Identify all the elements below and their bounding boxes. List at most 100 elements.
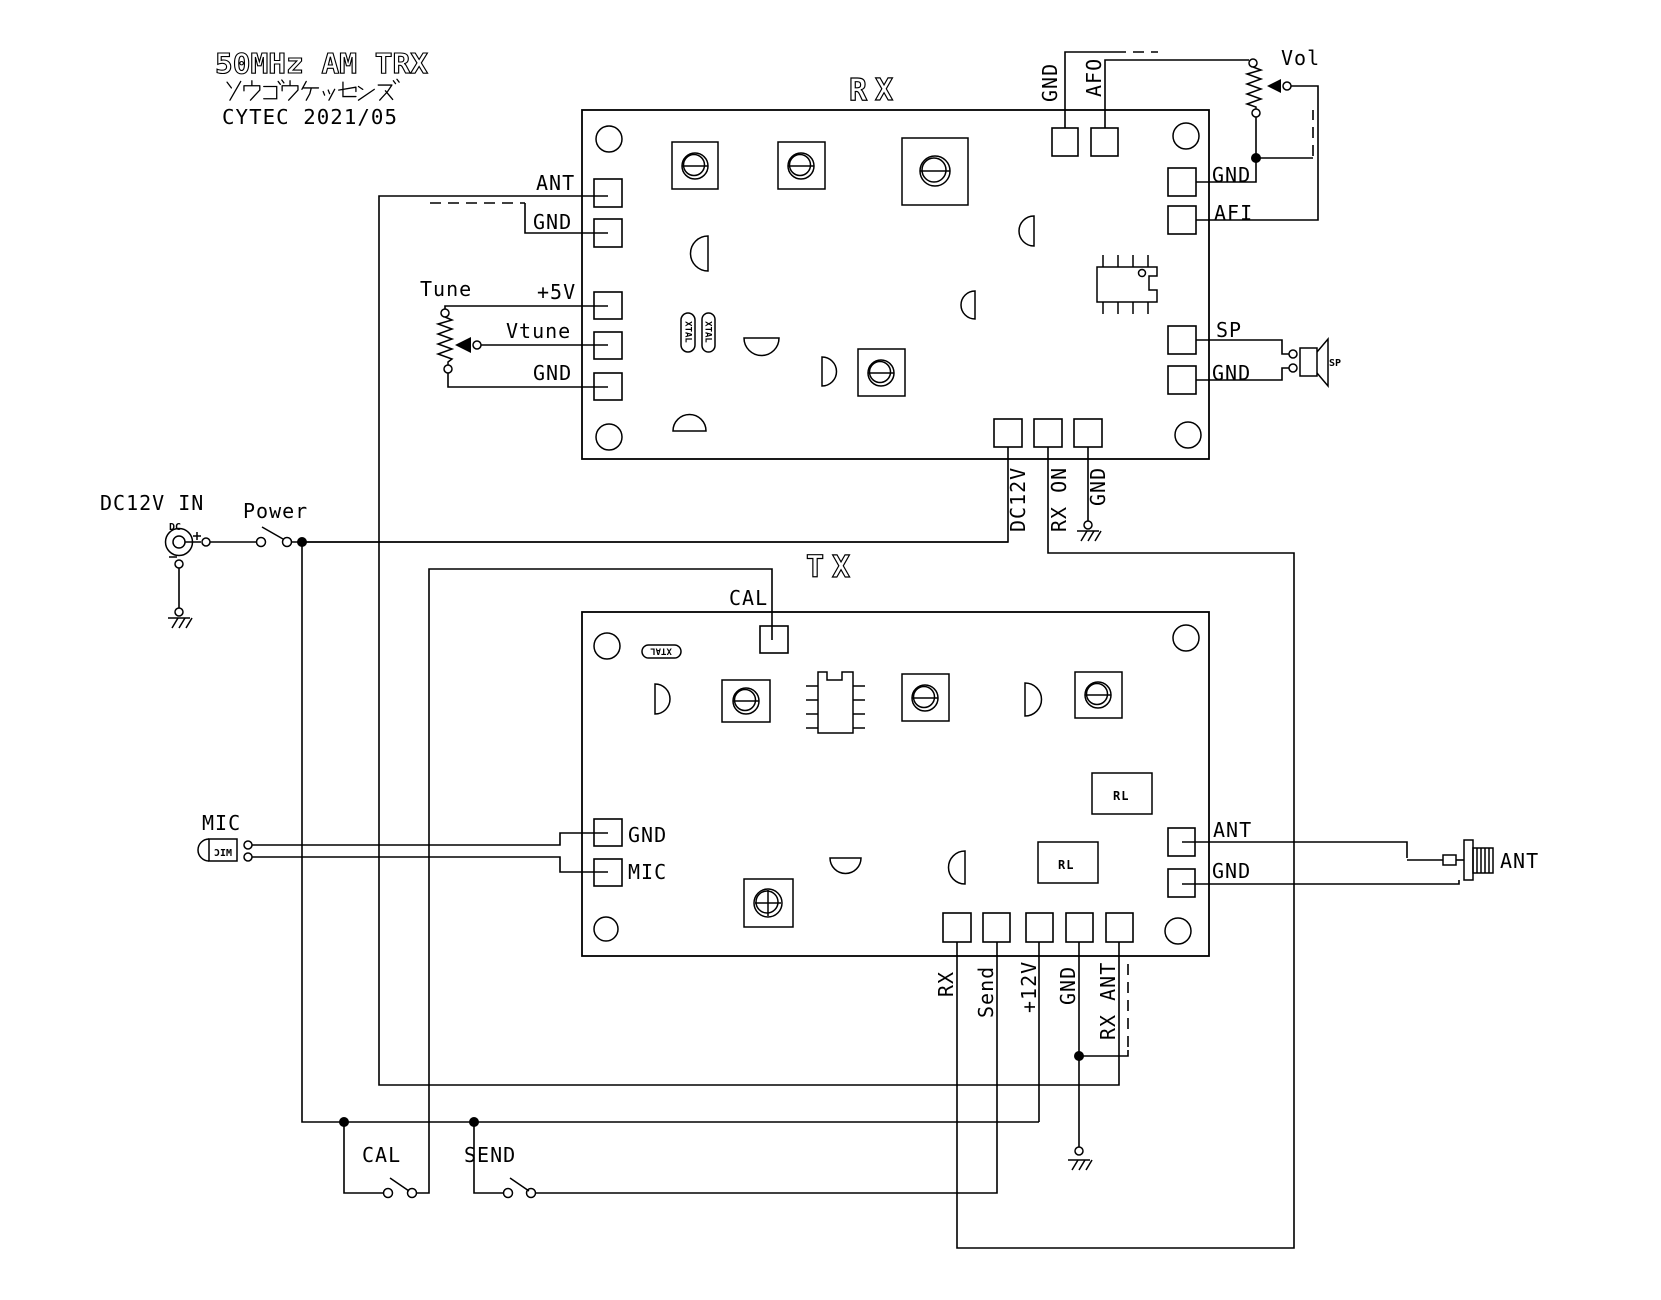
trimmer-cap	[671, 141, 719, 190]
tx-board-outline	[581, 611, 1210, 957]
transistor	[654, 683, 671, 715]
transistor	[689, 235, 709, 272]
dc-jack: DC12V IN DC	[100, 491, 211, 629]
mounting-hole	[1164, 917, 1192, 945]
tx-label-rx: RX	[934, 971, 958, 997]
mounting-hole	[593, 916, 619, 942]
wire-gnd-sp	[1196, 367, 1289, 381]
speaker-sp-label: SP	[1329, 358, 1341, 369]
rx-label-sp: SP	[1216, 318, 1242, 342]
rx-board-outline	[581, 109, 1210, 460]
svg-text:XTAL: XTAL	[703, 321, 713, 343]
transistor	[947, 850, 966, 885]
plus-sign	[193, 532, 201, 540]
tx-label-gnd-ant: GND	[1212, 859, 1251, 883]
trimmer-cap-cross	[743, 878, 794, 928]
trimmer-cap	[901, 673, 950, 722]
rx-label-gnd-top: GND	[1038, 63, 1062, 102]
wire-sp	[1196, 339, 1289, 355]
wires	[178, 51, 1464, 1249]
power-label: Power	[243, 499, 308, 523]
mic-icon: MIC MIC	[197, 811, 253, 862]
rx-label-gnd-bottom: GND	[1086, 467, 1110, 506]
relay: RL	[1091, 772, 1153, 815]
wire-afi	[1196, 85, 1319, 221]
trimmer-cap	[1074, 671, 1123, 719]
rx-label-gnd-ant: GND	[533, 210, 572, 234]
crystal-xtal: XTAL	[701, 312, 716, 353]
title-credit: CYTEC 2021/05	[222, 105, 398, 129]
cal-switch: CAL	[362, 1143, 418, 1199]
power-switch: Power	[243, 499, 308, 548]
mounting-hole	[595, 423, 623, 451]
cal-switch-label: CAL	[362, 1143, 401, 1167]
trimmer-cap	[777, 141, 826, 190]
transistor	[743, 337, 780, 357]
tx-label-cal: CAL	[729, 586, 768, 610]
tx-label-mic: MIC	[628, 860, 667, 884]
page-title: 50MHz AM TRX	[215, 47, 428, 80]
wire-12v-bus	[301, 542, 1039, 1123]
tx-label-rx-ant: RX ANT	[1096, 962, 1120, 1040]
rx-board: RX	[506, 58, 1253, 532]
title-block: 50MHz AM TRX ソウゴウケッセンズ CYTEC 2021/05	[214, 46, 428, 129]
rx-label-dc12v: DC12V	[1006, 467, 1030, 532]
rx-label-gnd-sp: GND	[1212, 361, 1251, 385]
transistor	[672, 413, 707, 432]
trimmer-cap	[901, 137, 969, 206]
rx-pad-ant	[593, 178, 623, 208]
rx-label-5v: +5V	[537, 280, 576, 304]
tx-label-12v: +12V	[1017, 961, 1041, 1013]
tx-label-send: Send	[974, 966, 998, 1018]
wire-send-b	[536, 942, 998, 1194]
trimmer-cap	[857, 348, 906, 397]
transistor	[829, 857, 862, 875]
wire-mic	[252, 856, 608, 873]
transistor	[1018, 215, 1035, 247]
junction-dots	[297, 153, 1261, 1127]
earth-ground-icon	[168, 607, 193, 629]
tx-board-label: TX	[806, 550, 858, 585]
dc-small-label: DC	[169, 522, 181, 533]
vol-potentiometer: Vol	[1244, 46, 1319, 118]
transistor	[960, 290, 976, 320]
dc12v-in-label: DC12V IN	[100, 491, 204, 515]
relay: RL	[1037, 841, 1099, 884]
crystal-xtal: XTAL	[680, 312, 696, 353]
earth-ground-icon	[1068, 1146, 1093, 1171]
tx-pad-cal	[759, 625, 789, 654]
transistor	[1024, 682, 1043, 717]
tx-pad-gnd-ant	[1167, 868, 1196, 898]
rx-label-afi: AFI	[1214, 201, 1253, 225]
wire-afo	[1104, 59, 1249, 128]
wire-gnd-tune	[447, 373, 608, 388]
wire-cal-a	[343, 1122, 383, 1194]
rx-board-label: RX	[849, 73, 901, 108]
ic-chip	[1096, 255, 1158, 314]
tx-label-gnd: GND	[1056, 966, 1080, 1005]
earth-ground-icon	[1077, 520, 1102, 542]
wire-5v	[444, 305, 608, 309]
wire-rx-on	[956, 447, 1295, 1249]
ic-chip	[806, 671, 865, 734]
antenna-connector-icon: ANT	[1442, 839, 1538, 881]
mounting-hole	[1172, 122, 1200, 150]
mic-cap-text: MIC	[214, 848, 232, 859]
rx-label-afo: AFO	[1082, 58, 1106, 97]
mounting-hole	[595, 125, 623, 153]
svg-text:RL: RL	[1113, 789, 1129, 803]
wire-gnd-top	[1064, 51, 1115, 128]
tx-board: TX XTAL	[581, 549, 1251, 1040]
mounting-hole	[593, 632, 621, 660]
crystal-xtal: XTAL	[641, 644, 682, 659]
wire-mic-gnd	[252, 832, 608, 846]
svg-text:RL: RL	[1058, 858, 1074, 872]
tune-label: Tune	[420, 277, 472, 301]
wire-shield-rxant	[1079, 1050, 1129, 1057]
mounting-hole	[1174, 421, 1202, 449]
svg-text:XTAL: XTAL	[683, 321, 693, 343]
tune-potentiometer: Tune	[420, 277, 482, 374]
rx-label-rx-on: RX ON	[1047, 467, 1071, 532]
